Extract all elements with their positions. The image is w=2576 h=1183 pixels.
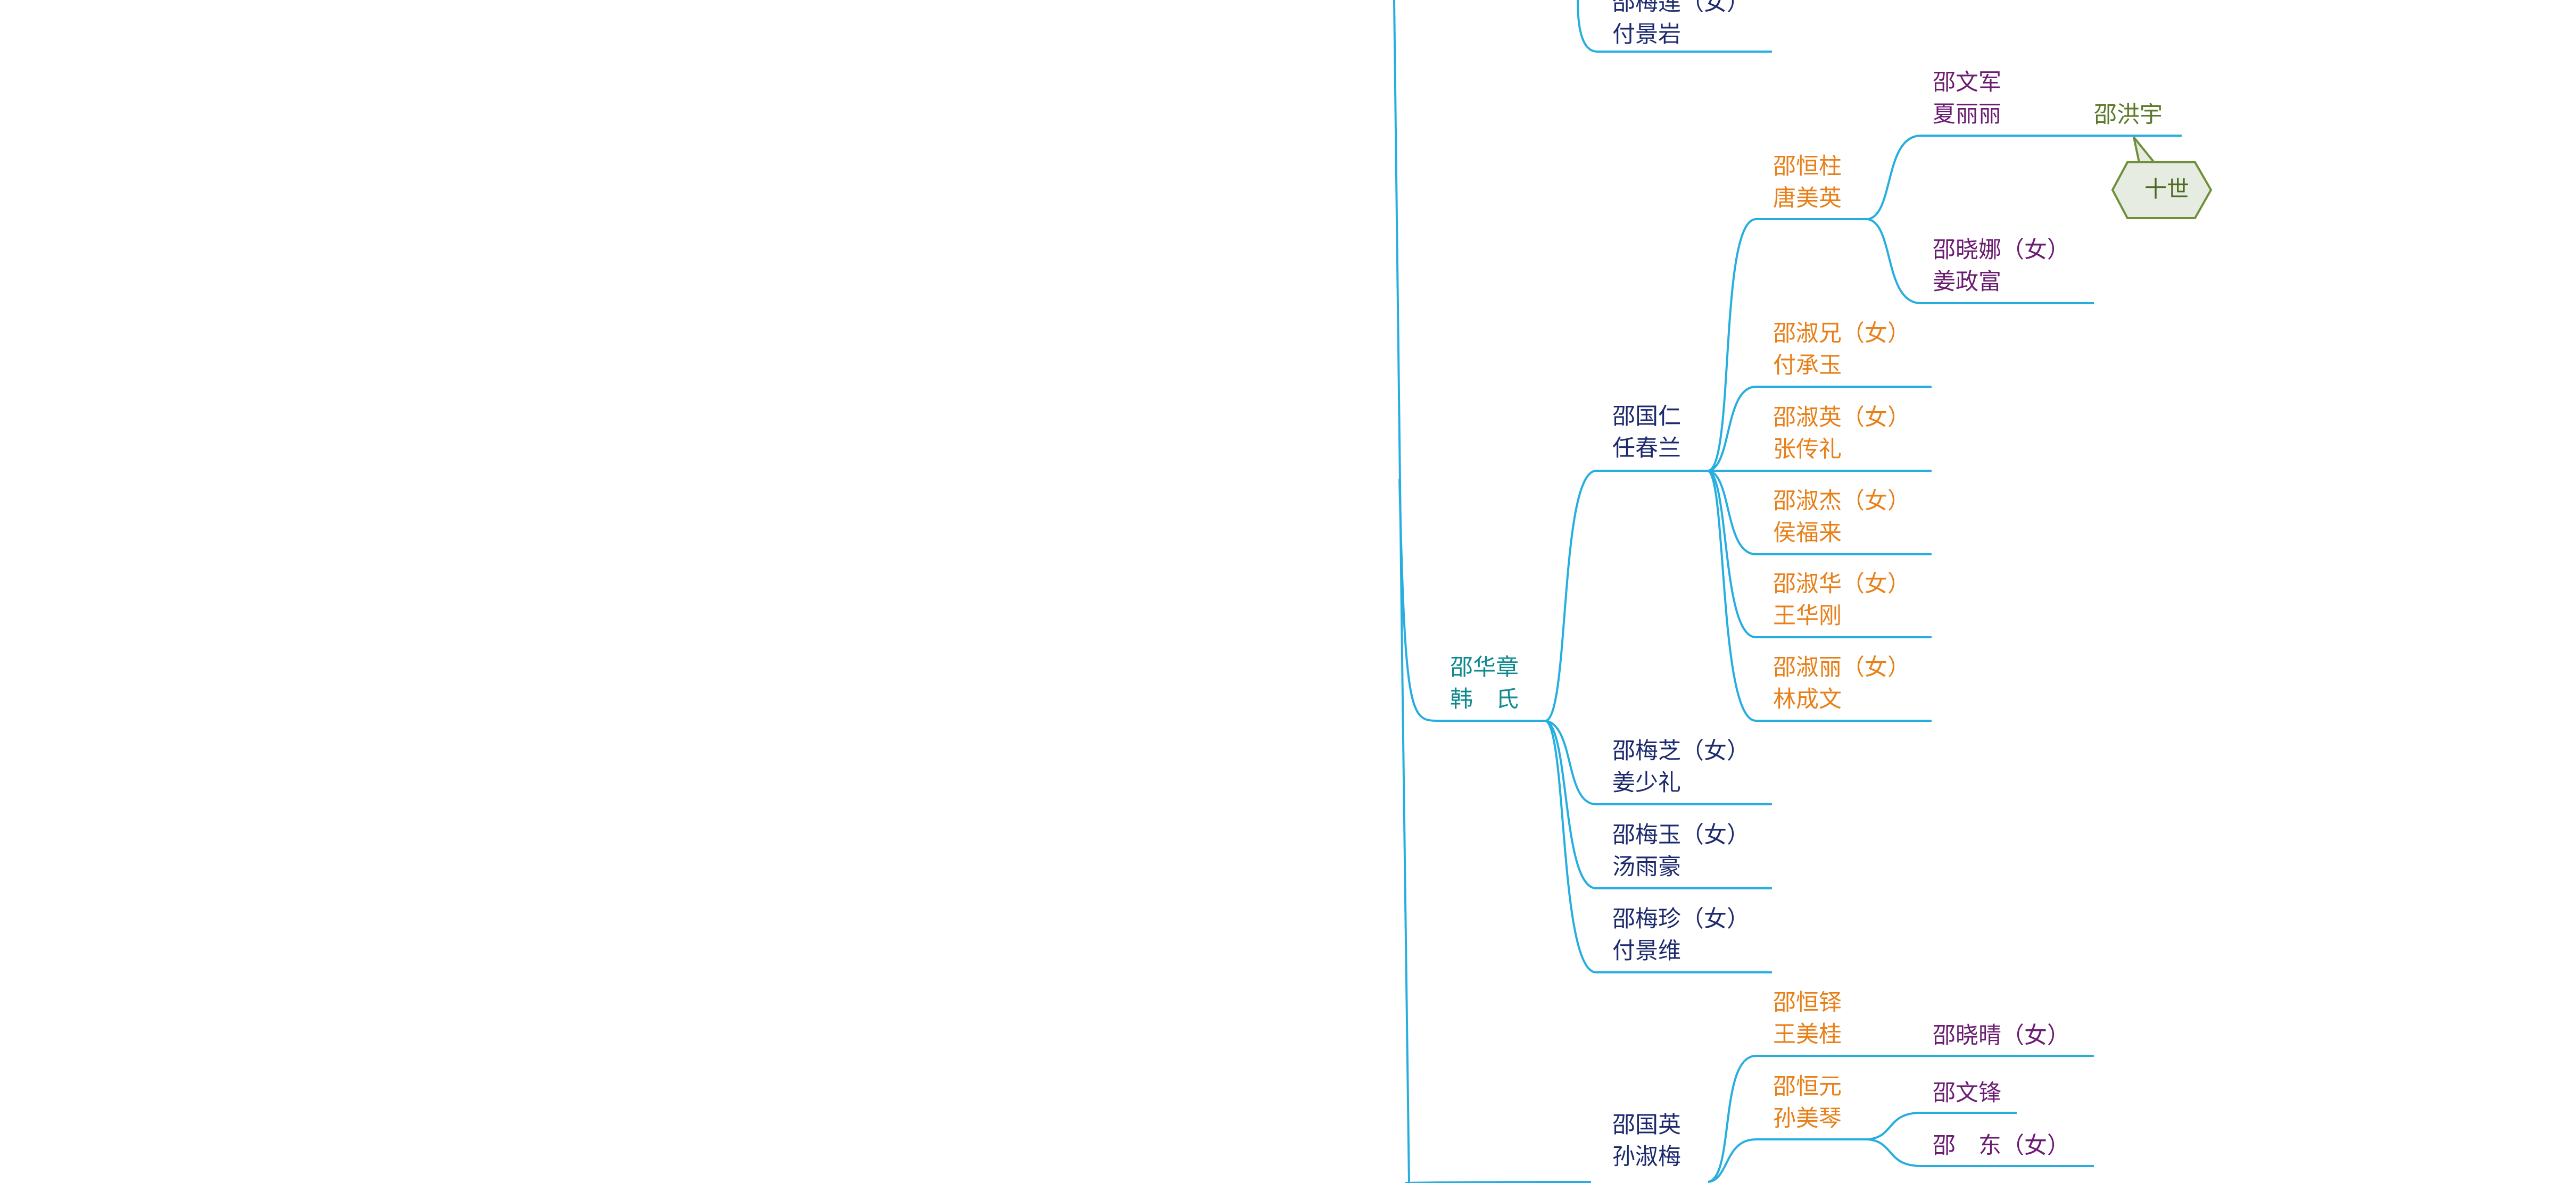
node-guoren[interactable]: 邵国仁 任春兰	[1612, 401, 1681, 464]
callout-label: 十世	[2144, 176, 2190, 202]
branch-shuhua	[1708, 470, 1932, 638]
node-spouse: 侯福来	[1773, 520, 1842, 546]
node-spouse: 姜少礼	[1612, 770, 1681, 796]
node-name: 邵梅玉（女）	[1612, 822, 1750, 848]
node-wenjun[interactable]: 邵文军 夏丽丽	[1933, 66, 2001, 130]
node-spouse: 夏丽丽	[1933, 101, 2001, 128]
node-name: 邵国英	[1612, 1112, 1681, 1138]
node-shujie[interactable]: 邵淑杰（女） 侯福来	[1773, 485, 1910, 549]
branch-wenfeng	[1867, 1112, 2017, 1140]
node-name: 邵梅珍（女）	[1612, 906, 1750, 932]
node-hengfeng[interactable]: 邵恒铎 王美桂	[1773, 987, 1842, 1051]
branch-dong	[1867, 1138, 2094, 1167]
branch-huazhang	[1398, 478, 1546, 722]
node-name: 邵洪宇	[2094, 102, 2163, 128]
node-spouse: 任春兰	[1612, 435, 1681, 462]
branch-top-partial	[1577, 0, 1772, 53]
node-meiyu[interactable]: 邵梅玉（女） 汤雨豪	[1612, 819, 1750, 883]
node-name: 邵华章	[1450, 654, 1519, 681]
node-top-partial[interactable]: 邵梅莲（女） 付景岩	[1612, 0, 1750, 51]
node-wenfeng[interactable]: 邵文锋	[1933, 1077, 2001, 1109]
branch-hengfeng	[1708, 1055, 2094, 1183]
node-spouse: 孙淑梅	[1612, 1144, 1681, 1170]
node-spouse: 付景维	[1612, 938, 1681, 964]
trunk-line	[1393, 0, 1410, 1183]
branch-guoren	[1545, 470, 1708, 722]
node-xiaona[interactable]: 邵晓娜（女） 姜政富	[1933, 234, 2070, 298]
branch-shujie	[1708, 470, 1932, 555]
node-name: 邵淑兄（女）	[1773, 320, 1910, 347]
node-shuying[interactable]: 邵淑英（女） 张传礼	[1773, 402, 1910, 465]
node-spouse: 付承玉	[1773, 352, 1842, 379]
node-spouse: 林成文	[1773, 686, 1842, 713]
node-name: 邵恒铎	[1773, 989, 1842, 1016]
node-spouse: 王华刚	[1773, 603, 1842, 629]
node-name: 邵淑华（女）	[1773, 571, 1910, 597]
node-spouse: 姜政富	[1933, 269, 2001, 295]
callout-pointer	[2133, 136, 2155, 163]
node-henggui[interactable]: 邵恒柱 唐美英	[1773, 151, 1842, 214]
node-name: 邵恒柱	[1773, 153, 1842, 180]
node-hengyuan[interactable]: 邵恒元 孙美琴	[1773, 1071, 1842, 1135]
node-guoying[interactable]: 邵国英 孙淑梅	[1612, 1109, 1681, 1173]
branch-hengyuan	[1708, 1138, 1868, 1183]
node-name: 邵晓娜（女）	[1933, 237, 2070, 263]
node-dong[interactable]: 邵 东（女）	[1933, 1130, 2070, 1162]
branch-meizhen	[1545, 720, 1772, 973]
node-name: 邵 东（女）	[1933, 1132, 2070, 1159]
node-name: 邵淑丽（女）	[1773, 654, 1910, 681]
branch-meiyu	[1545, 720, 1772, 889]
node-name: 邵国仁	[1612, 403, 1681, 430]
node-name: 邵淑英（女）	[1773, 404, 1910, 431]
node-spouse: 张传礼	[1773, 436, 1842, 463]
node-shuhua[interactable]: 邵淑华（女） 王华刚	[1773, 568, 1910, 632]
node-name: 邵淑杰（女）	[1773, 488, 1910, 514]
node-xiaoqing[interactable]: 邵晓晴（女）	[1933, 1020, 2070, 1052]
node-spouse: 唐美英	[1773, 185, 1842, 212]
node-shuli[interactable]: 邵淑丽（女） 林成文	[1773, 652, 1910, 715]
node-meizhen[interactable]: 邵梅珍（女） 付景维	[1612, 903, 1750, 967]
branch-xiaona	[1867, 218, 2094, 304]
branch-henggui	[1708, 218, 1868, 472]
node-name: 邵梅芝（女）	[1612, 738, 1750, 764]
node-shuxiong[interactable]: 邵淑兄（女） 付承玉	[1773, 318, 1910, 381]
node-name: 邵文锋	[1933, 1080, 2001, 1106]
node-meizhi[interactable]: 邵梅芝（女） 姜少礼	[1612, 735, 1750, 799]
node-spouse: 汤雨豪	[1612, 854, 1681, 880]
node-spouse: 韩 氏	[1450, 686, 1519, 713]
branch-shuxiong	[1708, 386, 1932, 472]
node-spouse: 王美桂	[1773, 1021, 1842, 1048]
branch-meizhi	[1545, 720, 1772, 805]
node-name: 邵梅莲（女）	[1612, 0, 1750, 16]
node-name: 邵文军	[1933, 69, 2001, 96]
branch-wenjun	[1867, 135, 2182, 220]
node-name: 邵恒元	[1773, 1073, 1842, 1100]
node-hongyu[interactable]: 邵洪宇	[2094, 99, 2163, 131]
node-huazhang[interactable]: 邵华章 韩 氏	[1450, 652, 1519, 715]
callout-hexagon	[2111, 161, 2213, 219]
node-name: 邵晓晴（女）	[1933, 1022, 2070, 1049]
branch-shuli	[1707, 470, 1932, 722]
node-spouse: 付景岩	[1612, 21, 1681, 48]
node-spouse: 孙美琴	[1773, 1105, 1842, 1132]
